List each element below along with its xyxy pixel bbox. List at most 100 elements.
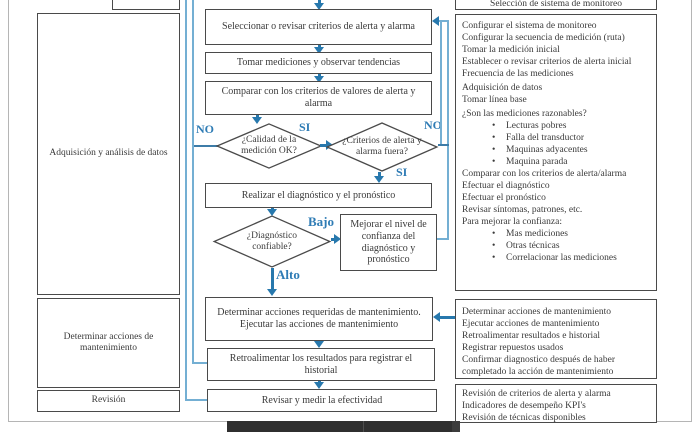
arrowhead-9 <box>314 382 324 389</box>
connector-mejorar-loop <box>437 238 449 240</box>
detail-bullet-line: •Maquinas adyacentes <box>492 145 588 155</box>
phase-label-determinar: Determinar acciones de mantenimiento <box>63 331 154 353</box>
detail-line: Adquisición de datos <box>462 83 543 93</box>
detail-bullet-line: •Maquina parada <box>492 157 568 167</box>
arrowhead-1 <box>314 47 324 54</box>
detail-line: Configurar la secuencia de medición (rut… <box>462 33 625 43</box>
process-box-mejorar: Mejorar el nivel de confianza del diagnó… <box>340 214 437 271</box>
feedback-line-left-outer <box>185 0 187 401</box>
connector-no-right <box>438 144 449 146</box>
detail-bullet-line: •Otras técnicas <box>492 241 560 251</box>
feedback-line-right-outer <box>447 21 449 240</box>
bullet-icon: • <box>492 229 496 239</box>
decision-label-diagnostico: ¿Diagnóstico confiable? <box>246 230 298 252</box>
process-box-determinar-acciones: Determinar acciones requeridas de manten… <box>205 297 433 341</box>
arrow-si-mid <box>320 144 327 147</box>
detail-box-mantenimiento: Determinar acciones de mantenimiento Eje… <box>455 299 657 379</box>
arrow-4 <box>378 172 381 177</box>
feedback-line-left-inner-turn <box>192 362 210 364</box>
arrowhead-into-determinar <box>433 312 440 322</box>
phase-box-determinar: Determinar acciones de mantenimiento <box>37 298 180 388</box>
decision-diamond-diagnostico <box>213 215 331 268</box>
process-box-realizar: Realizar el diagnóstico y el pronóstico <box>205 183 432 208</box>
detail-line: Para mejorar la confianza: <box>462 217 562 227</box>
process-label-retroalimentar: Retroalimentar los resultados para regis… <box>229 352 413 376</box>
detail-line: Tomar línea base <box>462 95 527 105</box>
process-label-seleccionar: Seleccionar o revisar criterios de alert… <box>222 21 415 33</box>
bottom-bar-right-segment <box>452 421 460 432</box>
bullet-icon: • <box>492 145 496 155</box>
process-label-determinar: Determinar acciones requeridas de manten… <box>217 307 421 319</box>
page-border-right <box>691 0 692 422</box>
detail-line: Establecer o revisar criterios de alerta… <box>462 57 632 67</box>
detail-line: Registrar repuestos usados <box>462 343 564 353</box>
bullet-icon: • <box>492 157 496 167</box>
bullet-icon: • <box>492 253 496 263</box>
feedback-line-left-inner <box>192 0 194 364</box>
feedback-line-right-inner <box>440 21 442 146</box>
label-no-left: NO <box>196 122 214 136</box>
detail-line: Frecuencia de las mediciones <box>462 69 574 79</box>
detail-line: Comparar con los criterios de alerta/ala… <box>462 169 627 179</box>
arrowhead-3 <box>252 117 262 124</box>
arrowhead-2 <box>314 76 324 83</box>
process-box-revisar: Revisar y medir la efectividad <box>207 389 437 412</box>
process-label-comparar: Comparar con los criterios de valores de… <box>221 86 416 109</box>
arrowhead-si-mid <box>326 140 333 150</box>
detail-box-fragment-top: Selección de sistema de monitoreo <box>455 0 657 10</box>
arrow-bajo <box>331 238 335 241</box>
detail-line: Efectuar el pronóstico <box>462 193 546 203</box>
feedback-line-right-top-turn <box>439 20 449 22</box>
bottom-bar-fragment <box>227 421 460 432</box>
detail-bullet-line: •Correlacionar las mediciones <box>492 253 617 263</box>
label-si-down: SI <box>396 165 408 179</box>
bullet-icon: • <box>492 133 496 143</box>
detail-bullet-line: •Lecturas pobres <box>492 121 567 131</box>
process-label-tomar: Tomar mediciones y observar tendencias <box>236 57 401 69</box>
process-label-revisar: Revisar y medir la efectividad <box>261 394 383 406</box>
arrowhead-alto <box>267 289 277 296</box>
detail-bullet-line: •Falla del transductor <box>492 133 585 143</box>
detail-bullet-line: •Mas mediciones <box>492 229 569 239</box>
detail-label-seleccion-sistema: Selección de sistema de monitoreo <box>490 0 622 9</box>
process-box-seleccionar: Seleccionar o revisar criterios de alert… <box>205 9 432 45</box>
phase-label-revision: Revisión <box>91 395 126 406</box>
arrowhead-8 <box>314 341 324 348</box>
label-bajo: Bajo <box>308 214 334 229</box>
phase-box-fragment-top <box>112 0 180 10</box>
decision-label-calidad: ¿Calidad de la medición OK? <box>241 135 297 156</box>
detail-box-adquisicion: Configurar el sistema de monitoreo Confi… <box>455 14 657 291</box>
arrowhead-4 <box>374 176 384 183</box>
detail-line: Revisión de técnicas disponibles <box>462 413 586 423</box>
page-border-left <box>8 0 9 422</box>
detail-line: Revisión de criterios de alerta y alarma <box>462 389 611 399</box>
feedback-line-left-outer-turn <box>185 399 208 401</box>
label-si-mid: SI <box>299 120 311 134</box>
detail-line: Retroalimentar resultados e historial <box>462 331 600 341</box>
connector-right-into-determinar <box>440 316 457 319</box>
bullet-icon: • <box>492 121 496 131</box>
arrowhead-top-in <box>314 3 324 10</box>
decision-diamond-calidad <box>216 123 322 169</box>
decision-label-criterios: ¿Criterios de alerta y alarma fuera? <box>342 136 422 157</box>
detail-line: Determinar acciones de mantenimiento <box>462 307 612 317</box>
arrowhead-bajo <box>334 234 341 244</box>
detail-line: Indicadores de desempeño KPI's <box>462 401 586 411</box>
detail-line: Configurar el sistema de monitoreo <box>462 21 597 31</box>
connector-no-left <box>194 145 218 147</box>
process-label-realizar: Realizar el diagnóstico y el pronóstico <box>241 189 396 201</box>
detail-line: Efectuar el diagnóstico <box>462 181 550 191</box>
arrowhead-5 <box>267 209 277 216</box>
arrow-2 <box>318 74 321 77</box>
process-box-tomar: Tomar mediciones y observar tendencias <box>205 52 432 74</box>
detail-line: Confirmar diagnostico después de haber c… <box>462 355 616 377</box>
process-box-comparar: Comparar con los criterios de valores de… <box>205 81 432 115</box>
phase-box-revision: Revisión <box>37 390 180 412</box>
bullet-icon: • <box>492 241 496 251</box>
process-label-mejorar: Mejorar el nivel de confianza del diagnó… <box>350 219 427 266</box>
arrowhead-into-seleccionar <box>432 16 439 26</box>
arrow-1 <box>318 45 321 48</box>
phase-box-adquisicion: Adquisición y análisis de datos <box>37 13 180 295</box>
detail-line: Revisar síntomas, patrones, etc. <box>462 205 583 215</box>
